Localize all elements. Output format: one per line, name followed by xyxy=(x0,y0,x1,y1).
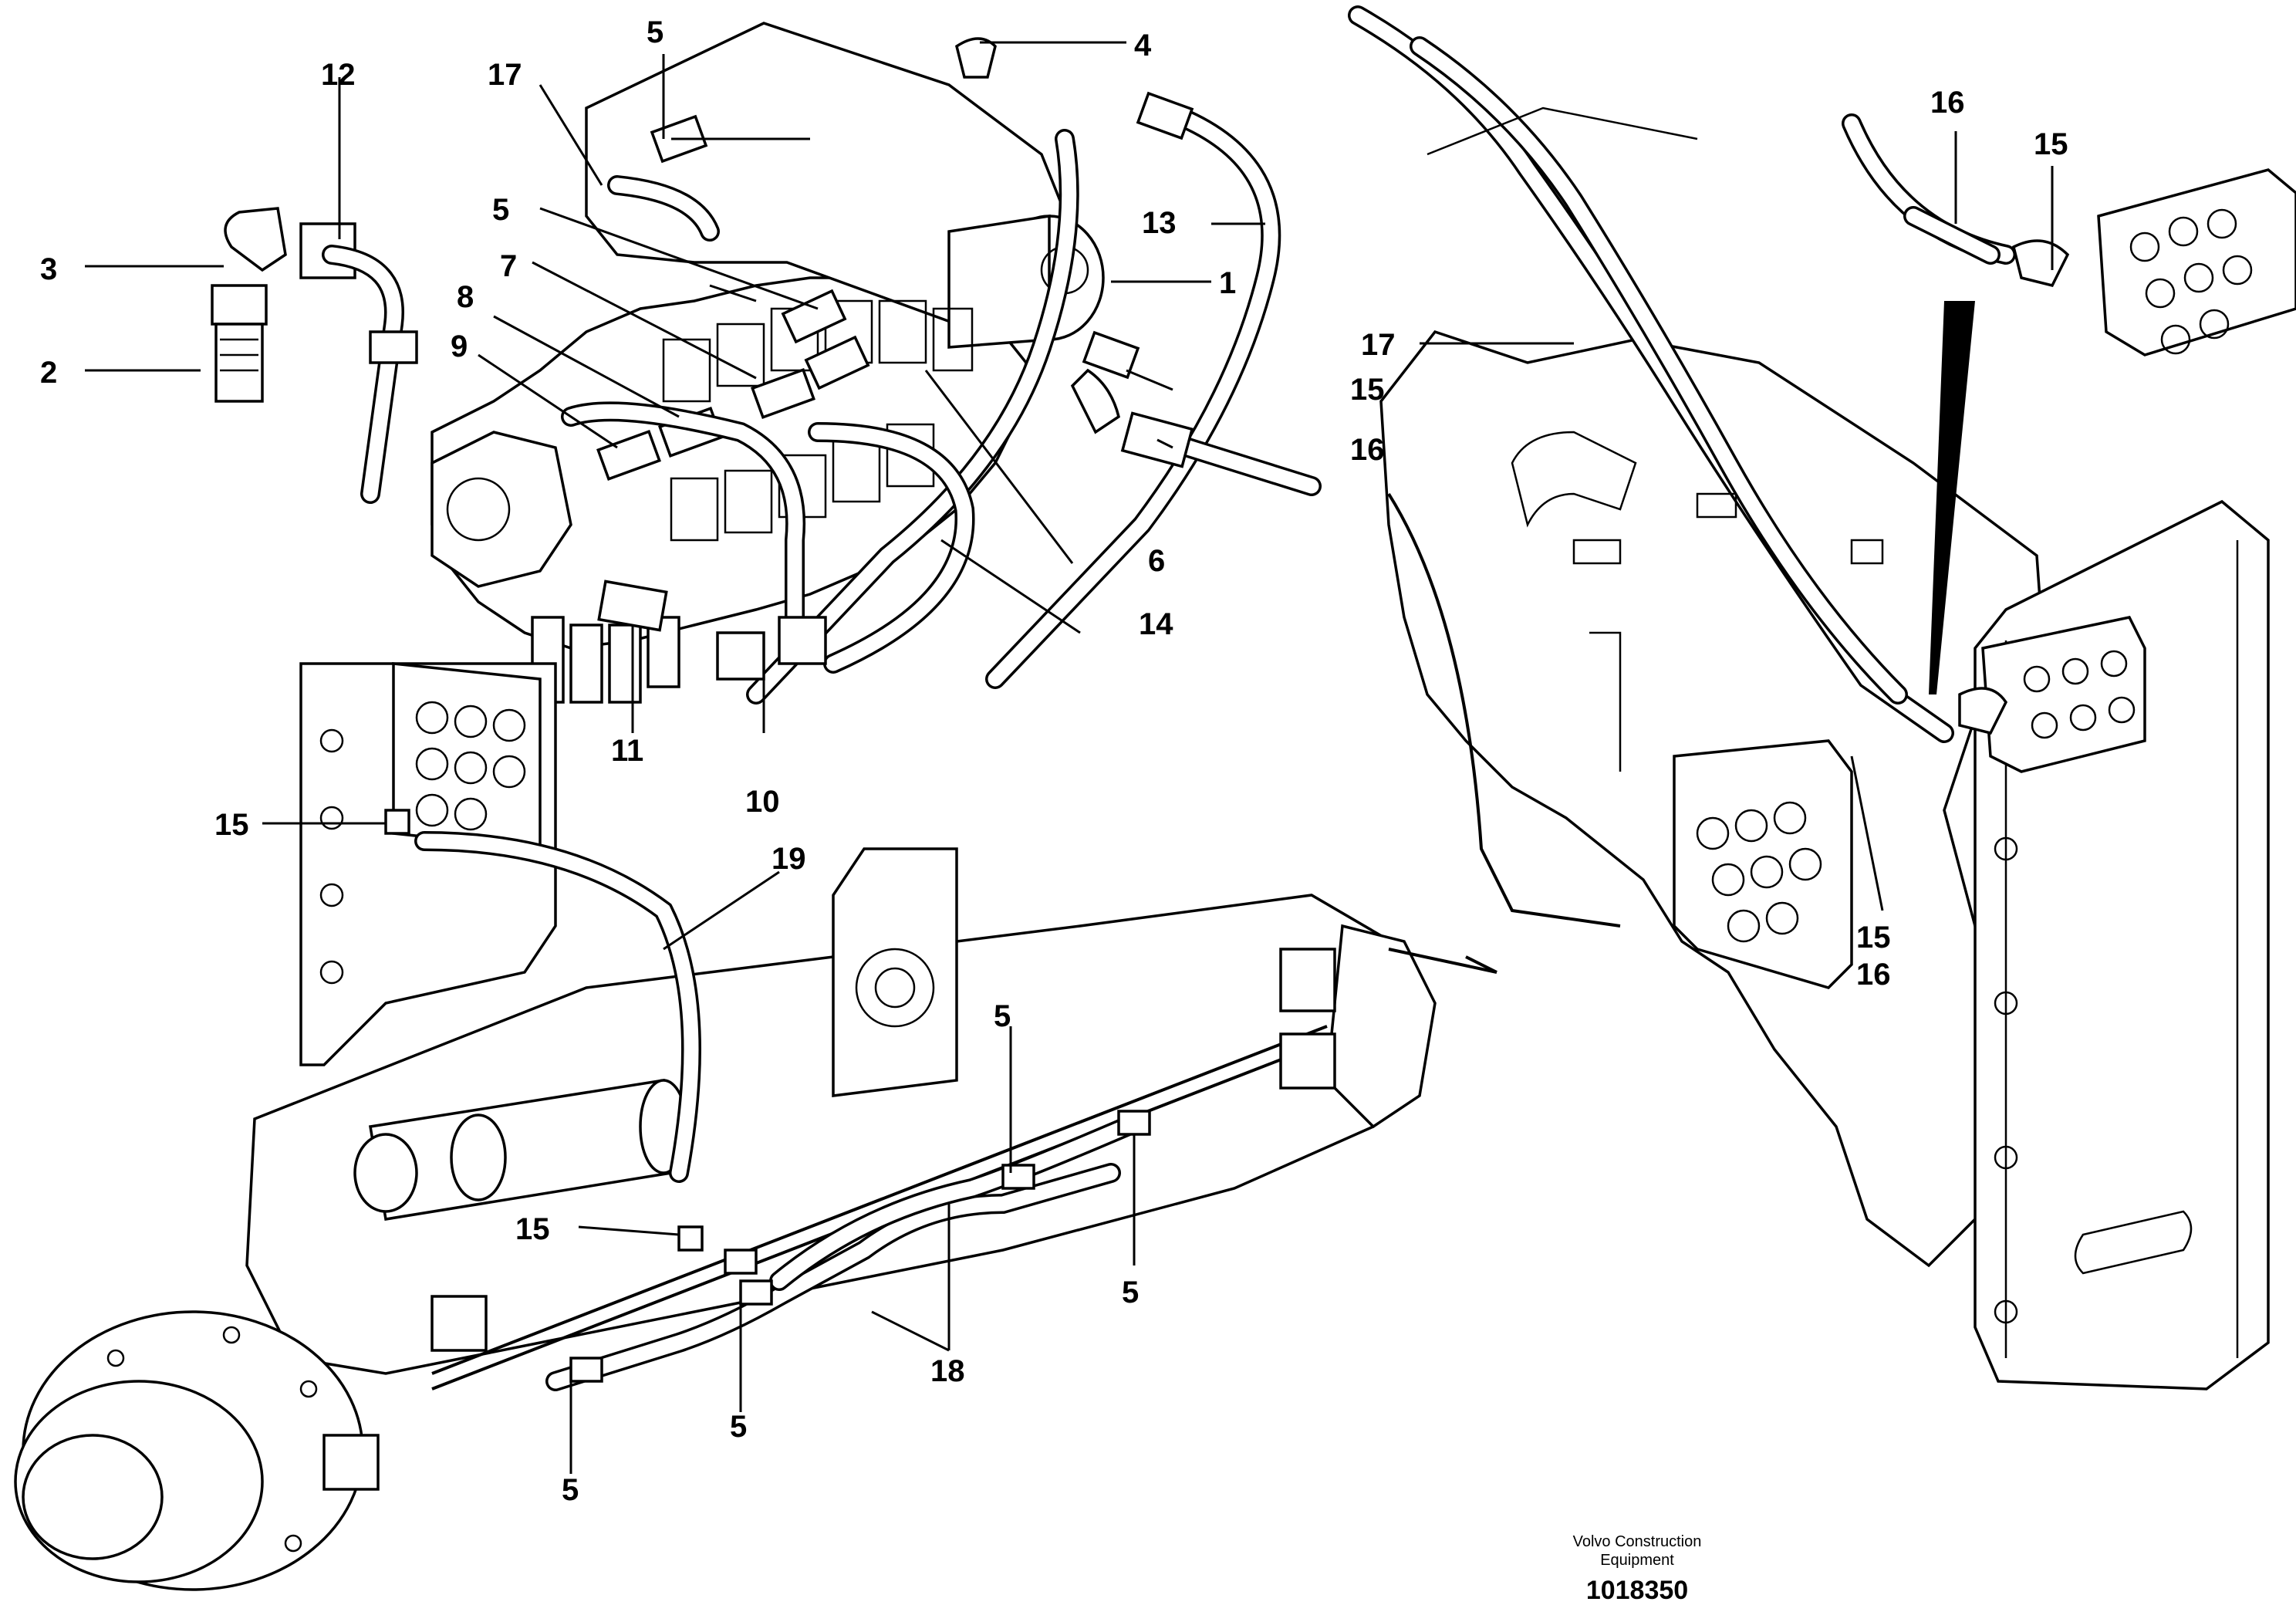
loose-fittings-2-3-12 xyxy=(211,207,418,504)
document-number: 1018350 xyxy=(1586,1576,1688,1605)
callout-15-frame-plate: 15 xyxy=(1856,921,1891,955)
callout-15-frame-top: 15 xyxy=(2034,127,2068,161)
credit-line-2: Equipment xyxy=(1600,1552,1674,1569)
control-valve-assembly xyxy=(430,22,1140,704)
callout-18: 18 xyxy=(930,1354,965,1388)
frame-outline-curves xyxy=(1387,492,1621,974)
valve-hoses xyxy=(561,37,1322,705)
callout-2: 2 xyxy=(40,356,57,390)
callout-1: 1 xyxy=(1219,266,1236,300)
callout-5-axle-left: 5 xyxy=(562,1473,579,1507)
callout-5-axle-lower: 5 xyxy=(730,1410,747,1444)
footer-credit: Volvo Construction Equipment 1018350 xyxy=(1573,1533,1702,1605)
wheel-hub xyxy=(14,1310,364,1591)
callout-5-axle-center: 5 xyxy=(994,999,1011,1033)
callout-9: 9 xyxy=(451,329,468,363)
callout-12: 12 xyxy=(321,58,356,92)
callout-labels: 1 2 3 4 5 5 5 5 5 5 6 7 8 9 10 11 12 13 … xyxy=(40,15,2068,1507)
callout-15-axle: 15 xyxy=(515,1212,550,1246)
callout-8: 8 xyxy=(457,280,474,314)
callout-13: 13 xyxy=(1142,206,1177,240)
callout-17-valve: 17 xyxy=(488,58,522,92)
callout-5-valve-mid: 5 xyxy=(492,193,509,227)
callout-16-frame-plate: 16 xyxy=(1856,958,1891,992)
callout-5-valve-top: 5 xyxy=(647,15,663,49)
callout-14: 14 xyxy=(1139,607,1173,641)
callout-16-valve: 16 xyxy=(1350,433,1385,467)
callout-17-frame: 17 xyxy=(1361,328,1396,362)
callout-16-frame-top: 16 xyxy=(1930,86,1965,120)
callout-15-chassis: 15 xyxy=(214,808,249,842)
front-axle-assembly xyxy=(14,662,1437,1591)
callout-6: 6 xyxy=(1148,544,1165,578)
callout-19: 19 xyxy=(772,842,806,876)
frame-bracket-assembly xyxy=(1348,5,2296,1391)
callout-10: 10 xyxy=(745,785,780,819)
credit-line-1: Volvo Construction xyxy=(1573,1533,1702,1550)
callout-11: 11 xyxy=(611,734,643,768)
callout-15-valve: 15 xyxy=(1350,373,1385,407)
callout-4: 4 xyxy=(1134,29,1152,63)
callout-7: 7 xyxy=(500,249,517,283)
callout-3: 3 xyxy=(40,252,57,286)
leader-lines xyxy=(85,41,2054,1474)
callout-5-axle-right: 5 xyxy=(1122,1276,1139,1309)
